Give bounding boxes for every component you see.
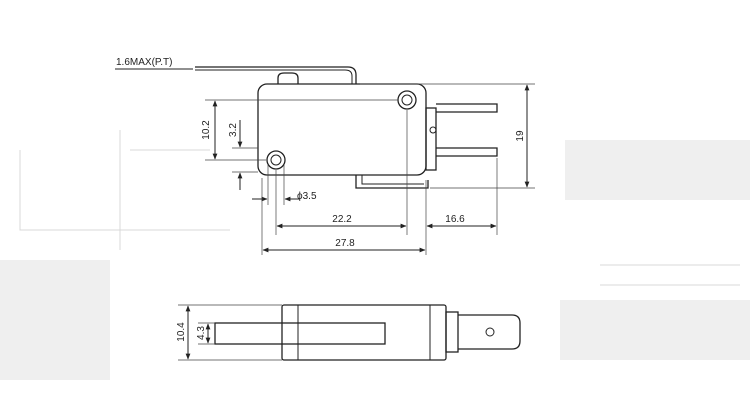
mounting-hole-bottom-left [266, 150, 286, 170]
lever-thickness-callout: 1.6MAX(P.T) [115, 57, 193, 70]
side-lever [214, 322, 386, 345]
side-terminal [458, 314, 521, 350]
terminal-top [436, 103, 498, 113]
horizontal-dimensions: 22.2 16.6 27.8 [261, 110, 498, 255]
label-side-10-4: 10.4 [176, 322, 187, 342]
label-height-19: 19 [515, 130, 526, 142]
terminal-middle [436, 147, 498, 157]
label-side-4-3: 4.3 [196, 326, 207, 340]
label-width-16-6: 16.6 [445, 214, 465, 225]
label-height-10-2: 10.2 [201, 120, 212, 140]
plunger [277, 72, 299, 84]
lever-arm [195, 66, 357, 84]
hole-diameter-dimension: ϕ3.5 [252, 165, 317, 205]
terminal-bottom [355, 175, 429, 189]
mounting-hole-top-right [397, 90, 417, 110]
top-view [195, 66, 498, 189]
left-vertical-dimensions: 10.2 3.2 [201, 99, 398, 190]
side-view-dimensions: 10.4 4.3 [176, 304, 282, 361]
switch-body [257, 83, 427, 176]
label-height-3-2: 3.2 [228, 123, 239, 137]
side-body [281, 304, 447, 361]
right-vertical-dimension: 19 [360, 83, 535, 189]
background-artifacts [0, 130, 750, 380]
label-hole-diameter: ϕ3.5 [297, 191, 317, 202]
side-view [214, 304, 521, 361]
label-width-22-2: 22.2 [332, 214, 352, 225]
label-width-27-8: 27.8 [335, 238, 355, 249]
label-lever-thickness: 1.6MAX(P.T) [116, 57, 173, 68]
